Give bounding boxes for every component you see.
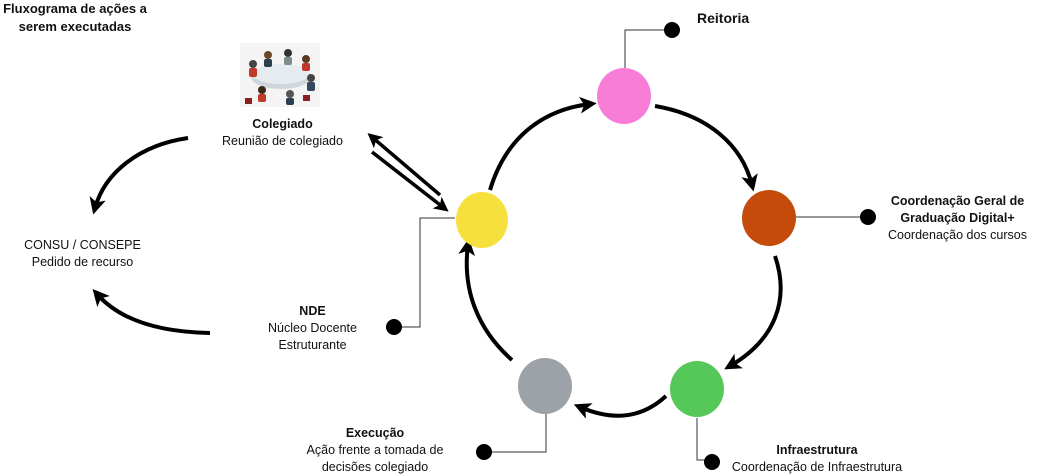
- connector-coordenacao: [795, 209, 876, 225]
- label-infraestrutura-title: Infraestrutura: [776, 443, 858, 457]
- label-reitoria: Reitoria: [697, 10, 749, 27]
- center-title-line-2: serem executadas: [18, 19, 132, 34]
- label-infraestrutura-sub: Coordenação de Infraestrutura: [731, 460, 903, 474]
- arrow-nde-to-colegiado: [367, 133, 442, 197]
- label-colegiado-sub: Reunião de colegiado: [222, 134, 343, 148]
- arrow-reitoria-to-coordenacao: [654, 104, 758, 192]
- label-coordenacao-title-1: Coordenação Geral de: [890, 194, 1025, 208]
- arrow-colegiado-to-nde: [370, 150, 449, 212]
- connector-nde: [386, 217, 455, 335]
- label-colegiado: Colegiado Reunião de colegiado: [205, 116, 360, 150]
- label-consu-title: CONSU / CONSEPE: [24, 238, 141, 252]
- node-nde-circle: [456, 192, 508, 248]
- label-execucao-title: Execução: [345, 426, 405, 440]
- label-coordenacao: Coordenação Geral de Graduação Digital+ …: [875, 193, 1037, 244]
- arrow-nde-to-consu: [92, 288, 211, 335]
- label-coordenacao-sub: Coordenação dos cursos: [888, 228, 1027, 242]
- node-coordenacao-circle: [742, 190, 796, 246]
- node-reitoria-circle: [597, 68, 651, 124]
- arrow-coordenacao-to-infraestrutura: [724, 255, 783, 370]
- arrow-nde-to-reitoria: [488, 96, 597, 191]
- meeting-illustration: [240, 43, 320, 107]
- arrow-infraestrutura-to-execucao: [573, 394, 668, 419]
- label-consu: CONSU / CONSEPE Pedido de recurso: [10, 237, 155, 271]
- label-consu-sub: Pedido de recurso: [31, 255, 134, 269]
- arrow-colegiado-to-consu: [89, 136, 189, 215]
- label-execucao-sub-1: Ação frente a tomada de: [306, 443, 444, 457]
- label-nde: NDE Núcleo Docente Estruturante: [250, 303, 375, 354]
- label-nde-title: NDE: [299, 304, 326, 318]
- arrow-execucao-to-nde: [458, 238, 514, 362]
- connector-infraestrutura: [696, 418, 720, 470]
- label-colegiado-title: Colegiado: [252, 117, 313, 131]
- node-infraestrutura-circle: [670, 361, 724, 417]
- label-execucao: Execução Ação frente a tomada de decisõe…: [295, 425, 455, 476]
- label-reitoria-title: Reitoria: [697, 10, 750, 26]
- node-execucao-circle: [518, 358, 572, 414]
- label-nde-sub-1: Núcleo Docente: [268, 321, 357, 335]
- connector-reitoria: [624, 22, 680, 68]
- center-title: Fluxograma de ações a serem executadas: [0, 0, 150, 36]
- center-title-line-1: Fluxograma de ações a: [3, 1, 147, 16]
- connector-execucao: [476, 412, 547, 460]
- label-nde-sub-2: Estruturante: [278, 338, 347, 352]
- label-infraestrutura: Infraestrutura Coordenação de Infraestru…: [728, 442, 906, 476]
- label-coordenacao-title-2: Graduação Digital+: [900, 211, 1015, 225]
- label-execucao-sub-2: decisões colegiado: [321, 460, 429, 474]
